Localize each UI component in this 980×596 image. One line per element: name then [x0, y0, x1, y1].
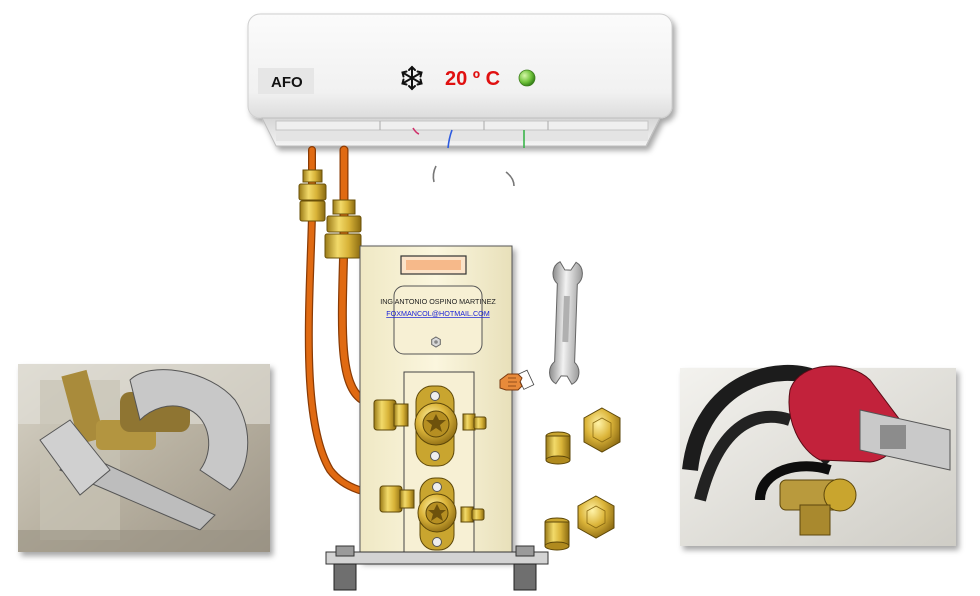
outdoor-label-plate [393, 285, 483, 355]
outdoor-handle-inset [406, 260, 461, 270]
brand-plate [258, 68, 314, 94]
photo-wrench-on-service-valve [18, 364, 270, 552]
hex-cap-lower [577, 495, 615, 539]
hex-cap-upper [583, 407, 621, 453]
installer-name: ING ANTONIO OSPINO MARTINEZ [380, 297, 496, 306]
snowflake-icon [401, 65, 423, 91]
plate-screw-icon [431, 336, 441, 348]
outdoor-unit-base [325, 545, 549, 591]
indoor-unit [247, 13, 673, 147]
flare-cap-lower [544, 517, 570, 551]
suction-service-valve [373, 385, 487, 467]
temperature-display: 20 º C [445, 68, 500, 90]
flare-nut-suction [324, 199, 362, 259]
indoor-unit-wires [412, 127, 525, 187]
open-end-wrench-icon [549, 261, 583, 385]
photo-adjustable-wrench-on-valve [680, 365, 956, 546]
flare-nut-liquid [298, 169, 327, 222]
brand-label: AFO [271, 74, 303, 91]
flare-cap-upper [545, 431, 571, 465]
status-led [518, 69, 536, 87]
liquid-service-valve [379, 477, 485, 551]
installer-email-link[interactable]: FOXMANCOL@HOTMAIL.COM [386, 309, 490, 318]
pointing-hand-icon [499, 369, 535, 391]
